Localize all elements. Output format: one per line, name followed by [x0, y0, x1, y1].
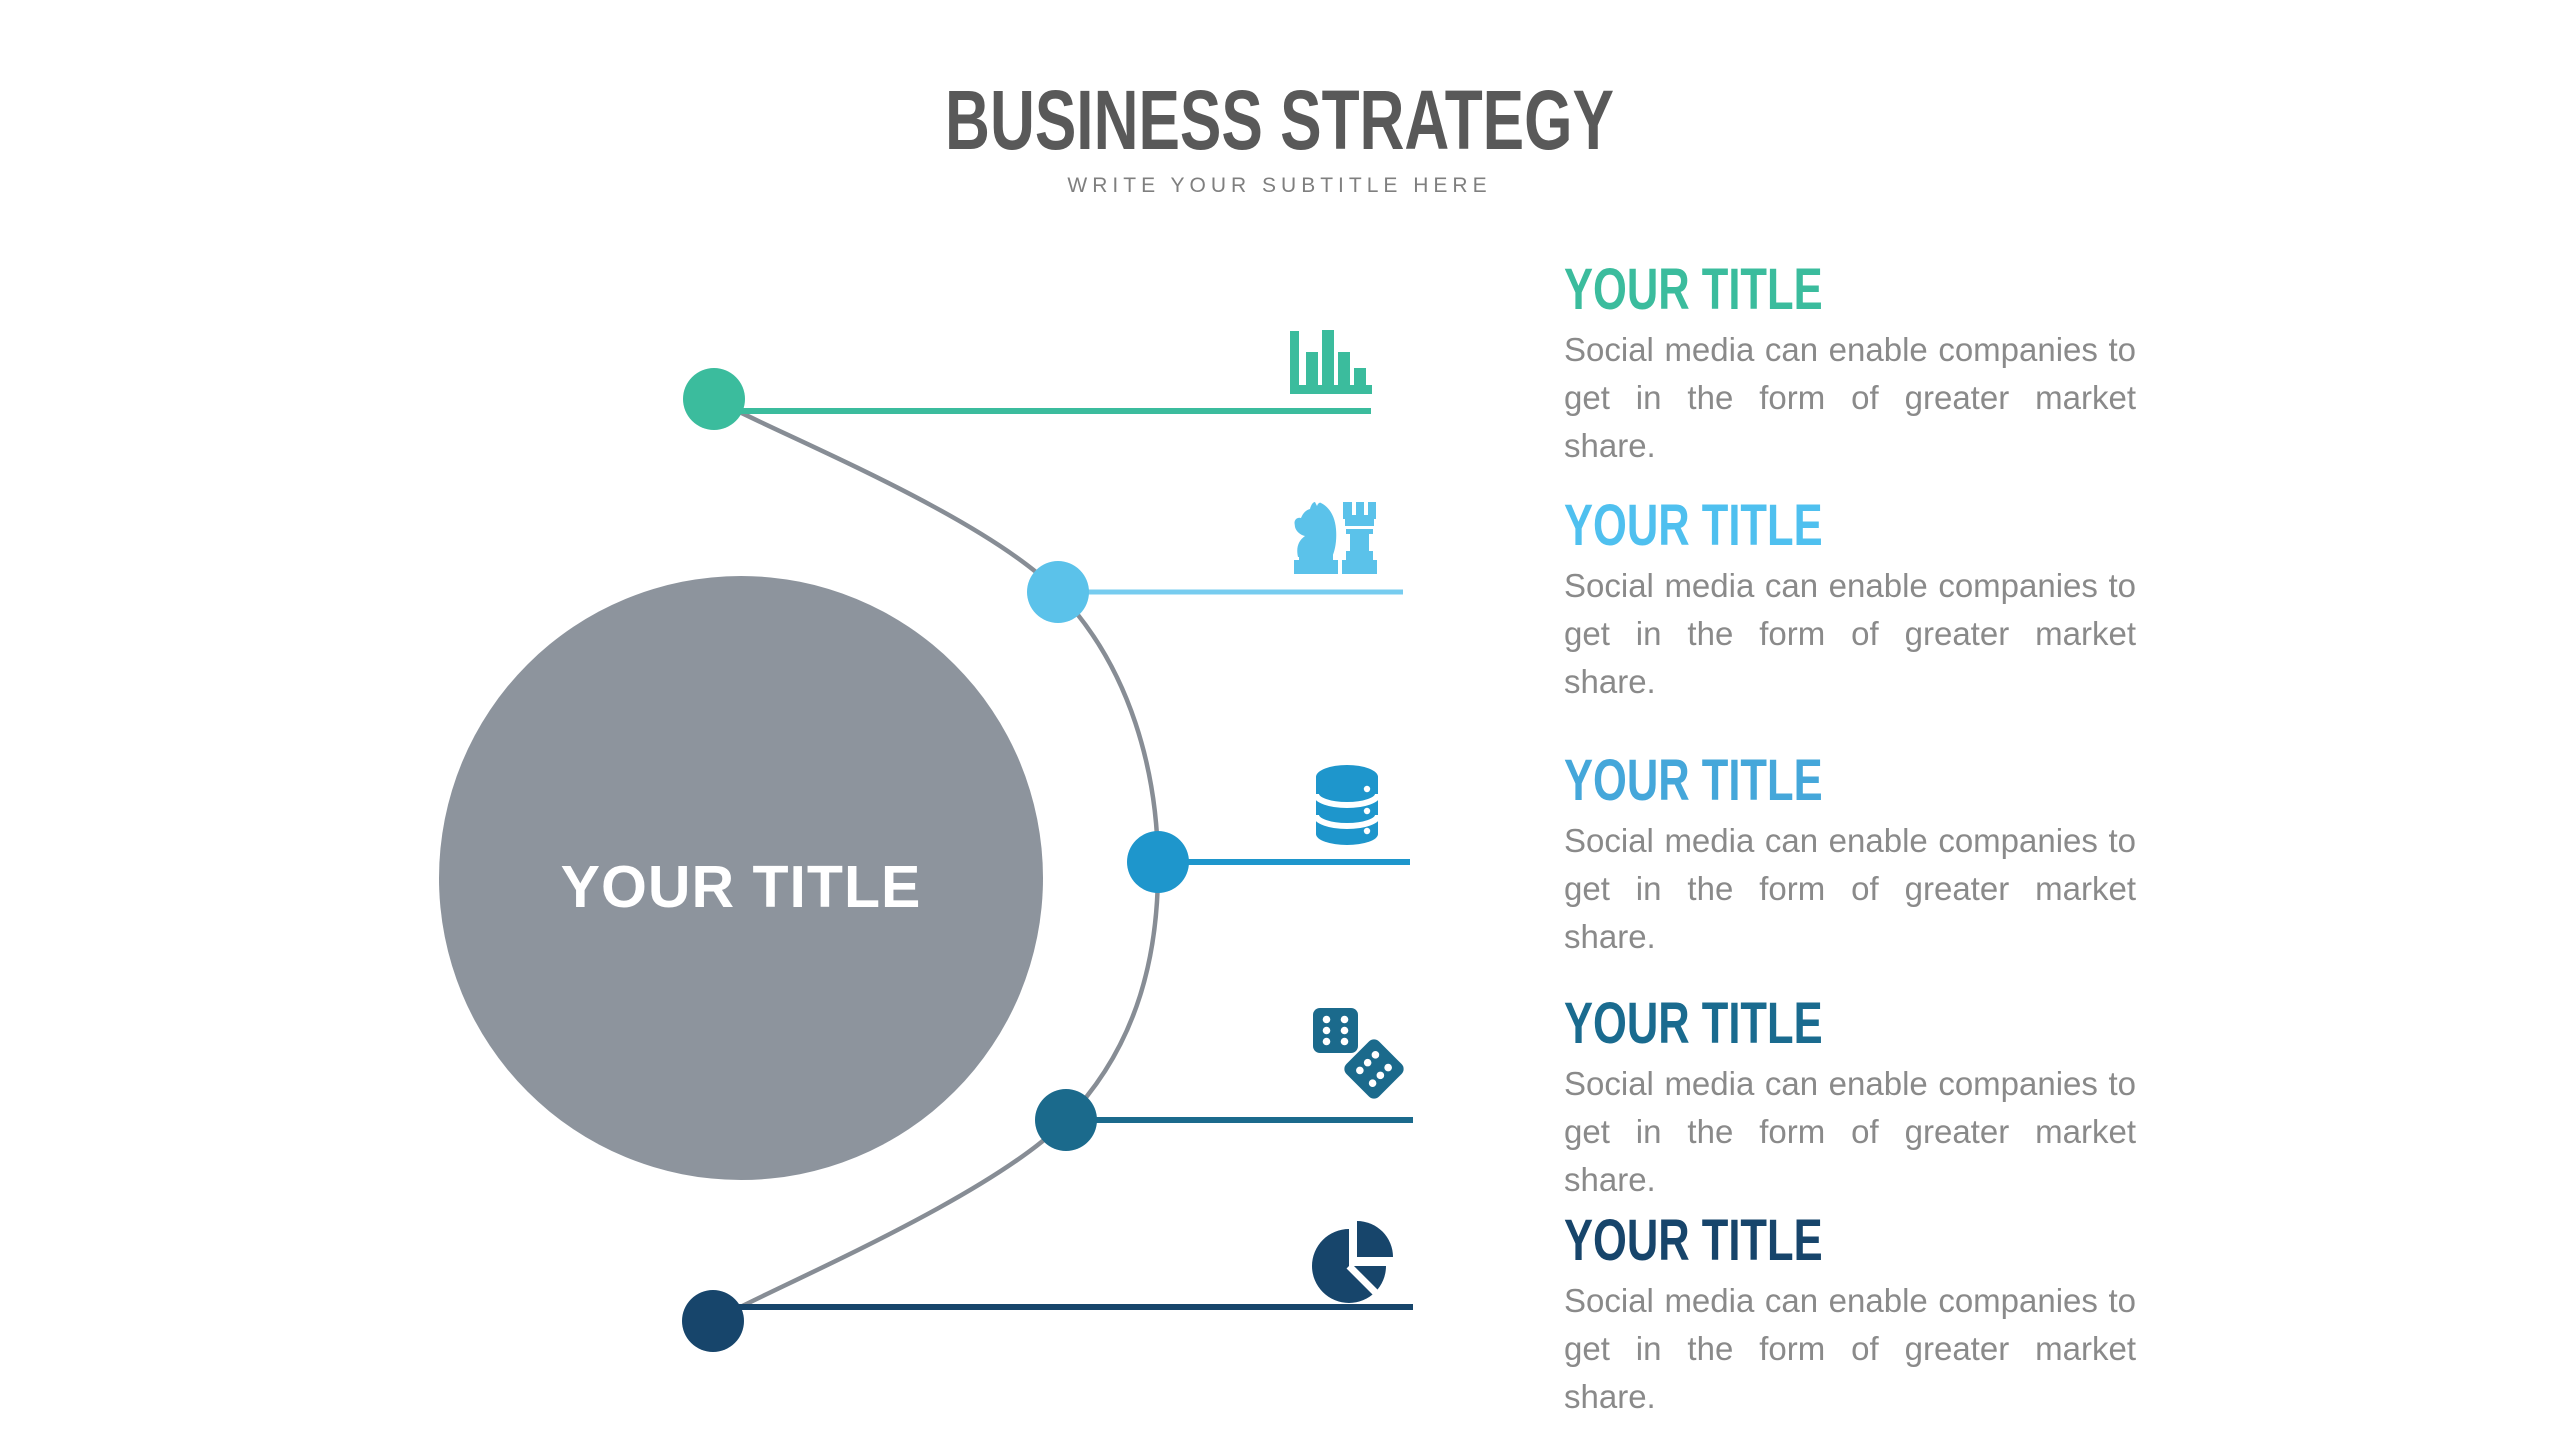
item-1: YOUR TITLE Social media can enable compa… [1564, 260, 2136, 470]
step-dot-5 [682, 1290, 744, 1352]
chess-pieces-icon [1294, 502, 1377, 574]
center-circle-label: YOUR TITLE [560, 854, 922, 920]
item-2: YOUR TITLE Social media can enable compa… [1564, 496, 2136, 706]
database-icon [1313, 765, 1381, 845]
step-dot-4 [1035, 1089, 1097, 1151]
item-1-description: Social media can enable companies to get… [1564, 331, 2136, 464]
page-subtitle: WRITE YOUR SUBTITLE HERE [1067, 174, 1492, 197]
step-dot-1 [683, 368, 745, 430]
step-dot-2 [1027, 561, 1089, 623]
step-dot-3 [1127, 831, 1189, 893]
item-1-title: YOUR TITLE [1564, 257, 1823, 322]
item-4-description: Social media can enable companies to get… [1564, 1065, 2136, 1198]
item-4-title: YOUR TITLE [1564, 991, 1823, 1056]
item-3-title: YOUR TITLE [1564, 748, 1823, 813]
item-2-title: YOUR TITLE [1564, 493, 1823, 558]
pie-chart-icon [1312, 1221, 1393, 1303]
item-3: YOUR TITLE Social media can enable compa… [1564, 751, 2136, 961]
dice-icon [1313, 1008, 1404, 1099]
bar-chart-icon [1290, 330, 1372, 394]
item-3-description: Social media can enable companies to get… [1564, 822, 2136, 955]
center-circle: YOUR TITLE [439, 576, 1043, 1180]
item-4: YOUR TITLE Social media can enable compa… [1564, 994, 2136, 1204]
slide-header: BUSINESS STRATEGY WRITE YOUR SUBTITLE HE… [0, 78, 2559, 198]
page-title: BUSINESS STRATEGY [945, 73, 1614, 167]
item-5-title: YOUR TITLE [1564, 1208, 1823, 1273]
item-5-description: Social media can enable companies to get… [1564, 1282, 2136, 1415]
item-2-description: Social media can enable companies to get… [1564, 567, 2136, 700]
item-5: YOUR TITLE Social media can enable compa… [1564, 1211, 2136, 1421]
